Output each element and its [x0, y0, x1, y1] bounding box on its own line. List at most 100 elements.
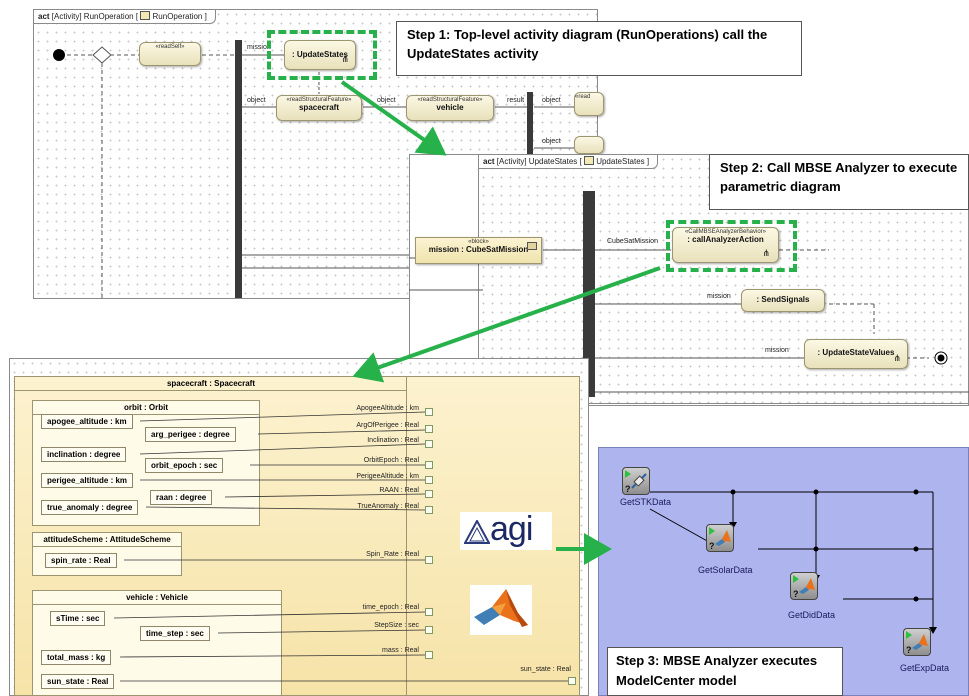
port-label-raan: RAAN : Real	[379, 487, 419, 494]
pin-object-2: object	[377, 97, 396, 104]
getstkdata-label: GetSTKData	[620, 497, 672, 507]
fork-bar	[235, 40, 242, 298]
prop-sun-state[interactable]: sun_state : Real	[41, 674, 115, 689]
getdiddata-label: GetDidData	[788, 610, 836, 620]
readself-action[interactable]: «readSelf»	[139, 42, 201, 66]
getstkdata-node[interactable]: ?	[622, 467, 650, 495]
port-label-trueanomaly: TrueAnomaly : Real	[357, 503, 419, 510]
port-label-stepsize: StepSize : sec	[374, 622, 419, 629]
vehicle-header: vehicle : Vehicle	[33, 591, 281, 605]
initial-node	[53, 49, 65, 61]
updatestatevalues-action[interactable]: : UpdateStateValues⋔	[804, 339, 908, 369]
prop-stime[interactable]: sTime : sec	[50, 611, 106, 626]
getdiddata-node[interactable]: ?	[790, 572, 818, 600]
block-icon	[527, 242, 537, 250]
port-perigee[interactable]	[425, 476, 433, 484]
prop-total-mass[interactable]: total_mass : kg	[41, 650, 112, 665]
read-action-partial[interactable]: «read	[574, 92, 604, 116]
prop-inclination[interactable]: inclination : degree	[41, 447, 127, 462]
getsolardata-label: GetSolarData	[698, 565, 753, 575]
prop-time-step[interactable]: time_step : sec	[140, 626, 210, 641]
rake-icon: ⋔	[341, 54, 349, 64]
pin-mission-send: mission	[707, 293, 731, 300]
getexpdata-node[interactable]: ?	[903, 628, 931, 656]
pin-object-1: object	[247, 97, 266, 104]
prop-orbit-epoch[interactable]: orbit_epoch : sec	[145, 458, 224, 473]
read-spacecraft-action[interactable]: «readStructuralFeature»spacecraft	[276, 95, 362, 121]
rake-icon: ⋔	[893, 353, 901, 363]
port-label-mass: mass : Real	[382, 647, 419, 654]
highlight-callanalyzer	[666, 220, 797, 272]
callanalyzer-action[interactable]: «CallMBSEAnalyzerBehavior»: callAnalyzer…	[672, 227, 779, 263]
updatestates-edges	[409, 249, 969, 393]
port-inclination[interactable]	[425, 440, 433, 448]
sendsignals-action[interactable]: : SendSignals	[741, 289, 825, 312]
step1-callout: Step 1: Top-level activity diagram (RunO…	[396, 21, 802, 76]
port-sunstate[interactable]	[568, 677, 576, 685]
activity-icon	[583, 156, 594, 165]
port-spinrate[interactable]	[425, 556, 433, 564]
pin-object-4: object	[542, 138, 561, 145]
port-mass[interactable]	[425, 651, 433, 659]
matlab-logo-icon	[474, 589, 528, 627]
prop-true-anomaly[interactable]: true_anomaly : degree	[41, 500, 139, 515]
port-label-argperigee: ArgOfPerigee : Real	[356, 422, 419, 429]
updatestates-action[interactable]: : UpdateStates⋔	[284, 40, 356, 70]
satellite-icon	[631, 473, 647, 489]
arrow-step1-to-step2	[340, 80, 447, 156]
port-orbitepoch[interactable]	[425, 461, 433, 469]
port-label-spinrate: Spin_Rate : Real	[366, 551, 419, 558]
orbit-header: orbit : Orbit	[33, 401, 259, 415]
port-trueanomaly[interactable]	[425, 506, 433, 514]
port-label-perigee: PerigeeAltitude : km	[356, 473, 419, 480]
port-argperigee[interactable]	[425, 425, 433, 433]
decision-node	[92, 46, 112, 64]
port-label-sunstate: sun_state : Real	[520, 666, 571, 673]
fork-bar-2	[527, 92, 533, 162]
runoperation-frame-tab: act [Activity] RunOperation [ RunOperati…	[34, 10, 216, 24]
prop-spin-rate[interactable]: spin_rate : Real	[45, 553, 117, 568]
matlab-icon	[912, 634, 928, 650]
read-action-partial-2[interactable]	[574, 136, 604, 154]
final-node-inner	[937, 354, 945, 362]
spacecraft-header: spacecraft : Spacecraft	[15, 377, 407, 391]
pin-result: result	[507, 97, 525, 104]
matlab-icon	[799, 578, 815, 594]
port-stepsize[interactable]	[425, 626, 433, 634]
prop-apogee-altitude[interactable]: apogee_altitude : km	[41, 414, 133, 429]
agi-logo-text: agi	[490, 510, 533, 548]
attitude-header: attitudeScheme : AttitudeScheme	[33, 533, 181, 547]
prop-perigee-altitude[interactable]: perigee_altitude : km	[41, 473, 134, 488]
spacecraft-separator	[406, 376, 407, 696]
port-label-orbitepoch: OrbitEpoch : Real	[363, 457, 419, 464]
matlab-logo	[470, 585, 532, 635]
rake-icon: ⋔	[762, 248, 770, 258]
port-timeepoch[interactable]	[425, 608, 433, 616]
port-label-inclination: Inclination : Real	[367, 437, 419, 444]
agi-logo-mark	[464, 520, 490, 544]
pin-mission-update: mission	[765, 347, 789, 354]
read-vehicle-action[interactable]: «readStructuralFeature»vehicle	[406, 95, 494, 121]
highlight-updatestates	[267, 30, 377, 80]
agi-logo: agi	[460, 510, 552, 550]
arrow-step2-to-step3	[352, 266, 661, 383]
getexpdata-label: GetExpData	[900, 663, 950, 673]
matlab-icon	[715, 530, 731, 546]
port-label-apogee: ApogeeAltitude : km	[356, 405, 419, 412]
port-apogee[interactable]	[425, 408, 433, 416]
prop-arg-perigee[interactable]: arg_perigee : degree	[145, 427, 236, 442]
pin-mission: mission	[247, 44, 271, 51]
port-raan[interactable]	[425, 490, 433, 498]
port-label-timeepoch: time_epoch : Real	[362, 604, 419, 611]
getsolardata-node[interactable]: ?	[706, 524, 734, 552]
pin-cubesatmission: CubeSatMission	[607, 238, 658, 245]
step2-callout: Step 2: Call MBSE Analyzer to execute pa…	[709, 154, 969, 210]
parametric-connectors	[113, 411, 568, 682]
activity-icon	[140, 11, 151, 20]
mission-block-node[interactable]: «block»mission : CubeSatMission	[415, 237, 542, 264]
updatestates-frame-tab: act [Activity] UpdateStates [ UpdateStat…	[479, 155, 659, 169]
pin-object-3: object	[542, 97, 561, 104]
runoperation-edges	[53, 46, 574, 300]
prop-raan[interactable]: raan : degree	[150, 490, 213, 505]
